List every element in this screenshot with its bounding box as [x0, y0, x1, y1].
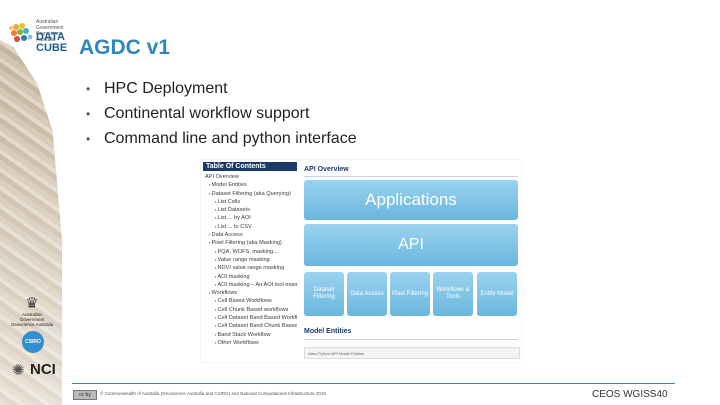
toc-header: Table Of Contents: [203, 162, 297, 171]
toc-item[interactable]: Data Access: [203, 231, 297, 239]
toc-item[interactable]: Dataset Filtering (aka Querying): [203, 190, 297, 198]
component-entity-model: Entity Model: [477, 272, 517, 316]
creative-commons-badge: cc by: [73, 390, 97, 400]
bullet-text: HPC Deployment: [104, 80, 228, 97]
toc-item[interactable]: Band Stack Workflow: [203, 331, 297, 339]
logo-agency-text: Australian Government Geoscience Austral…: [36, 19, 64, 43]
logo-data-text: DATA: [36, 31, 65, 43]
divider: [304, 339, 518, 340]
component-pixel-filtering: Pixel Filtering: [390, 272, 430, 316]
slide-title: AGDC v1: [79, 36, 171, 59]
gov-logo-text: Australian Government Geoscience Austral…: [10, 312, 54, 327]
component-workflows-tools: Workflows & Tools: [433, 272, 473, 316]
toc-item[interactable]: List ... by AOI: [203, 214, 297, 222]
model-entities-heading: Model Entities: [304, 328, 352, 335]
bullet-text: Command line and python interface: [104, 130, 357, 147]
footer-divider: [72, 383, 675, 384]
toc-list: API OverviewModel EntitiesDataset Filter…: [203, 174, 297, 347]
toc-item[interactable]: AOI masking – An AOI tool example: [203, 281, 297, 289]
divider: [304, 176, 518, 177]
toc-item[interactable]: Other Workflows: [203, 339, 297, 347]
csiro-logo: CSIRO: [22, 331, 44, 353]
toc-item[interactable]: Value range masking: [203, 256, 297, 264]
toc-item[interactable]: Cell Dataset Band Chunk Based Workflows: [203, 322, 297, 330]
toc-item[interactable]: Pixel Filtering (aka Masking): [203, 239, 297, 247]
copyright-text: © Commonwealth of Australia (Geoscience …: [100, 391, 326, 396]
nci-logo-text: NCI: [30, 361, 56, 378]
logo-cube-text: CUBE: [36, 42, 68, 54]
api-documentation-screenshot: Table Of Contents API OverviewModel Enti…: [201, 160, 521, 362]
model-entities-diagram: class Python API Model Entities: [304, 347, 520, 359]
toc-item[interactable]: API Overview: [205, 174, 239, 180]
toc-item[interactable]: Cell Based Workflows: [203, 297, 297, 305]
component-data-access: Data Access: [347, 272, 387, 316]
applications-box: Applications: [304, 180, 518, 220]
bullet-list: •HPC Deployment •Continental workflow su…: [86, 78, 357, 153]
table-of-contents: Table Of Contents API OverviewModel Enti…: [203, 162, 297, 362]
toc-item[interactable]: Cell Dataset Band Based Workflows: [203, 314, 297, 322]
toc-item[interactable]: PQA, WOFS, masking...: [203, 248, 297, 256]
cube-logo-icon: [9, 23, 33, 42]
bullet-item: •Continental workflow support: [86, 105, 310, 122]
bullet-item: •Command line and python interface: [86, 130, 357, 147]
nci-logo: ✺ NCI: [12, 360, 58, 380]
api-box: API: [304, 224, 518, 266]
australian-government-logo: ♛ Australian Government Geoscience Austr…: [10, 295, 54, 328]
coat-of-arms-icon: ♛: [25, 295, 39, 312]
model-caption: class Python API Model Entities: [308, 351, 365, 356]
toc-item[interactable]: NDVI value range masking: [203, 264, 297, 272]
nci-sun-icon: ✺: [12, 362, 25, 379]
data-cube-logo: Australian Government Geoscience Austral…: [6, 16, 68, 58]
toc-item[interactable]: List Datasets: [203, 206, 297, 214]
bullet-text: Continental workflow support: [104, 105, 310, 122]
toc-item[interactable]: Cell Chunk Based workflows: [203, 306, 297, 314]
toc-item[interactable]: List ... to CSV: [203, 223, 297, 231]
toc-item[interactable]: Model Entities: [203, 181, 297, 189]
toc-item[interactable]: AOI masking: [203, 273, 297, 281]
api-overview-heading: API Overview: [304, 166, 349, 173]
footer-label: CEOS WGISS40: [592, 389, 668, 400]
bullet-item: •HPC Deployment: [86, 80, 228, 97]
component-dataset-filtering: Dataset Filtering: [304, 272, 344, 316]
toc-item[interactable]: List Cells: [203, 198, 297, 206]
toc-item[interactable]: Workflows: [203, 289, 297, 297]
